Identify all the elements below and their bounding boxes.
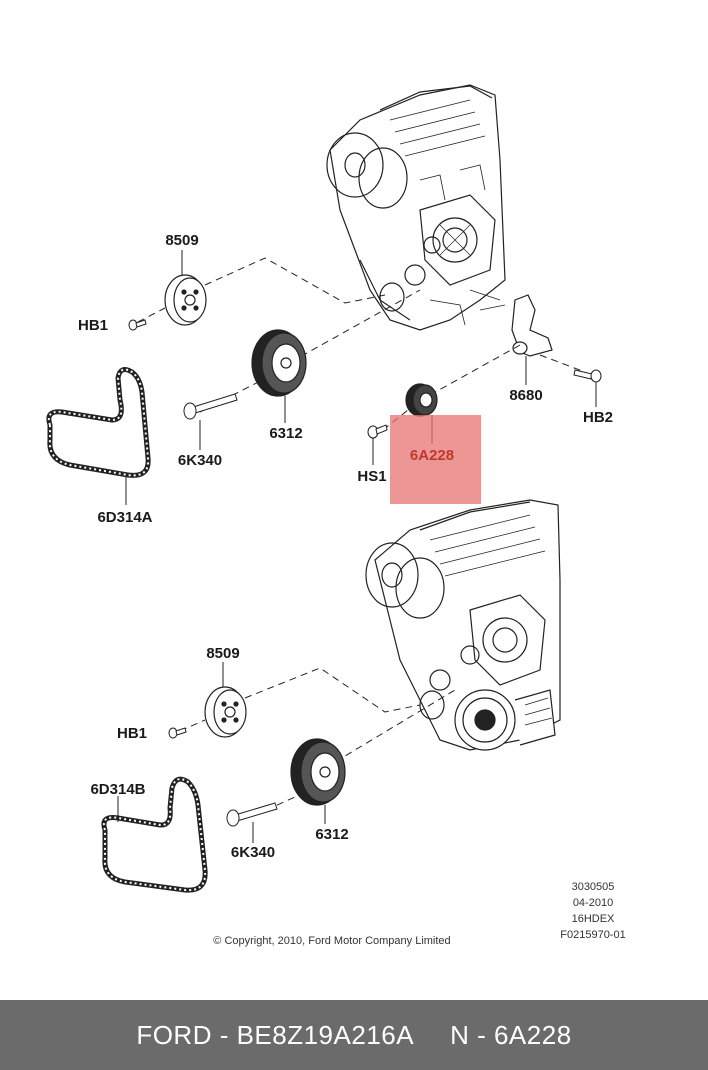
belt-6d314b xyxy=(101,776,208,893)
label-hb1-upper: HB1 xyxy=(78,317,108,334)
crank-damper-6312-lower xyxy=(290,738,346,806)
bolt-6k340-lower xyxy=(226,802,278,827)
label-6312-upper: 6312 xyxy=(269,425,302,442)
label-hb1-lower: HB1 xyxy=(117,725,147,742)
idler-pulley-8509-lower xyxy=(204,686,247,738)
label-6d314b: 6D314B xyxy=(90,781,145,798)
label-hs1: HS1 xyxy=(357,468,386,485)
label-hb2: HB2 xyxy=(583,409,613,426)
highlight-box xyxy=(390,415,481,504)
footer-bar: FORD - BE8Z19A216A N - 6A228 xyxy=(0,1000,708,1070)
belt-6d314a xyxy=(46,367,151,478)
bracket-8680 xyxy=(511,294,553,357)
label-6d314a: 6D314A xyxy=(97,509,152,526)
bolt-6k340-upper xyxy=(183,393,238,420)
lower-label-ticks xyxy=(117,662,326,843)
bolt-hb1-upper xyxy=(128,319,147,331)
label-6k340-lower: 6K340 xyxy=(231,844,275,861)
footer-part-number: FORD - BE8Z19A216A xyxy=(136,1019,415,1050)
idler-pulley-8509-upper xyxy=(164,274,207,326)
bolt-hs1 xyxy=(367,424,388,439)
lower-engine-illustration xyxy=(365,499,561,751)
label-6312-lower: 6312 xyxy=(315,826,348,843)
label-6k340-upper: 6K340 xyxy=(178,452,222,469)
bolt-hb2 xyxy=(573,369,602,383)
copyright-text: © Copyright, 2010, Ford Motor Company Li… xyxy=(213,935,450,947)
meta-line-2: 04-2010 xyxy=(573,897,613,909)
label-8509-lower: 8509 xyxy=(206,645,239,662)
upper-engine-illustration xyxy=(326,84,506,331)
crank-damper-6312-upper xyxy=(251,329,307,397)
label-8680: 8680 xyxy=(509,387,542,404)
parts-diagram: 8509 HB1 6312 6K340 6D314A 8680 HB2 6A22… xyxy=(46,84,626,947)
footer-ford-number: N - 6A228 xyxy=(450,1019,572,1050)
label-6a228: 6A228 xyxy=(410,447,454,464)
bolt-hb1-lower xyxy=(168,727,187,739)
meta-line-1: 3030505 xyxy=(572,881,615,893)
tensioner-6a228 xyxy=(405,383,438,417)
meta-line-4: F0215970-01 xyxy=(560,929,625,941)
label-8509-upper: 8509 xyxy=(165,232,198,249)
meta-line-3: 16HDEX xyxy=(572,913,615,925)
